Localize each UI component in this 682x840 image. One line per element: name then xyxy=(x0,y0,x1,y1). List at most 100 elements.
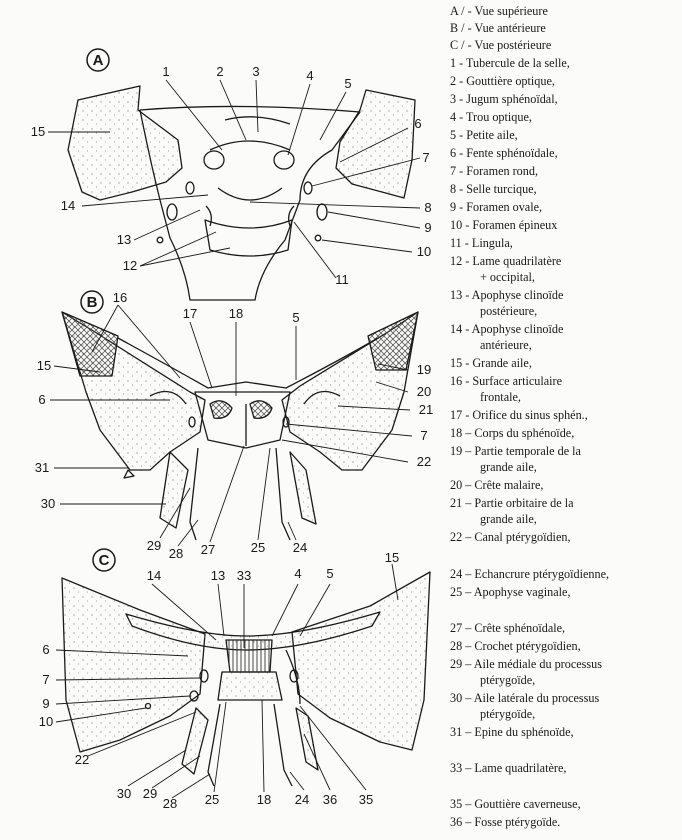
view-a-badge xyxy=(86,48,110,72)
legend-item-17: 17 - Orifice du sinus sphén., xyxy=(450,408,588,422)
callout-b-24: 24 xyxy=(293,540,307,555)
callouts-b: 16 17 18 5 15 19 20 6 21 7 22 31 30 29 2… xyxy=(35,290,433,561)
sinus-orifice-left xyxy=(209,400,233,419)
legend-item-7: 7 - Foramen rond, xyxy=(450,164,539,178)
callout-a-15: 15 xyxy=(31,124,45,139)
callout-a-13: 13 xyxy=(117,232,131,247)
callout-a-3: 3 xyxy=(252,64,259,79)
legend-item-2: 2 - Gouttière optique, xyxy=(450,74,555,88)
callout-a-1: 1 xyxy=(162,64,169,79)
foramen-rotundum-left-c xyxy=(199,669,209,683)
legend-item-21: 21 – Partie orbitaire de la xyxy=(450,496,574,510)
foramen-ovale-right-a xyxy=(316,203,328,221)
view-b-letter: B xyxy=(87,294,98,311)
frontal-surface-left xyxy=(61,311,119,377)
callout-b-19: 19 xyxy=(417,362,431,377)
legend-item-21-cont: grande aile, xyxy=(480,512,537,526)
callout-b-18: 18 xyxy=(229,306,243,321)
callout-b-6: 6 xyxy=(38,392,45,407)
legend-item-3: 3 - Jugum sphénoïdal, xyxy=(450,92,558,106)
callout-b-16: 16 xyxy=(113,290,127,305)
legend-item-11: 11 - Lingula, xyxy=(450,236,513,250)
legend-item-25: 25 – Apophyse vaginale, xyxy=(450,585,571,599)
callout-c-9: 9 xyxy=(42,696,49,711)
foramen-ovale-left-a xyxy=(166,203,178,221)
legend-item-14-cont: antérieure, xyxy=(480,338,532,352)
callout-b-21: 21 xyxy=(419,402,433,417)
callout-c-18: 18 xyxy=(257,792,271,807)
callout-a-8: 8 xyxy=(424,200,431,215)
legend-item-12-cont: + occipital, xyxy=(480,270,535,284)
legend-item-19: 19 – Partie temporale de la xyxy=(450,444,581,458)
legend-view-c: C / - Vue postérieure xyxy=(450,38,552,52)
callout-a-9: 9 xyxy=(424,220,431,235)
view-b-badge xyxy=(80,290,104,314)
pterygoid-lateral-left-b xyxy=(159,451,189,529)
callout-b-28: 28 xyxy=(169,546,183,561)
callout-b-25: 25 xyxy=(251,540,265,555)
pterygoid-medial-left-c xyxy=(207,703,221,787)
callout-c-14: 14 xyxy=(147,568,161,583)
callout-b-27: 27 xyxy=(201,542,215,557)
callout-c-24: 24 xyxy=(295,792,309,807)
legend-item-19-cont: grande aile, xyxy=(480,460,537,474)
legend-item-12: 12 - Lame quadrilatère xyxy=(450,254,562,268)
optic-groove xyxy=(209,140,291,151)
legend-item-10: 10 - Foramen épineux xyxy=(450,218,558,232)
callouts-c: 14 13 33 4 5 15 6 7 9 10 22 30 29 28 25 … xyxy=(39,550,399,811)
callout-b-31: 31 xyxy=(35,460,49,475)
lingula-left xyxy=(205,205,212,227)
callout-c-22: 22 xyxy=(75,752,89,767)
pterygoid-lateral-left-c xyxy=(181,707,209,775)
callout-c-30: 30 xyxy=(117,786,131,801)
body-b xyxy=(194,391,291,449)
callout-c-10: 10 xyxy=(39,714,53,729)
sphenoid-figure: A xyxy=(31,48,433,811)
callout-c-4: 4 xyxy=(294,566,301,581)
legend-item-29-cont: ptérygoïde, xyxy=(480,673,536,687)
quadrilateral-plate xyxy=(204,219,293,257)
view-c-posterior: C xyxy=(55,548,431,799)
superior-orbital-fissure-left xyxy=(149,390,187,405)
callout-c-15: 15 xyxy=(385,550,399,565)
legend-item-36: 36 – Fosse ptérygoïde. xyxy=(450,815,561,829)
legend-item-31: 31 – Epine du sphénoïde, xyxy=(450,725,574,739)
foramen-rotundum-right-a xyxy=(303,181,313,195)
legend-item-13-cont: postérieure, xyxy=(480,304,538,318)
legend-item-24: 24 – Echancrure ptérygoïdienne, xyxy=(450,567,610,581)
foramen-spinosum-left-a xyxy=(156,236,164,244)
jugum-outline xyxy=(224,116,291,125)
callout-a-11: 11 xyxy=(335,272,349,287)
legend-item-5: 5 - Petite aile, xyxy=(450,128,518,142)
view-c-letter: C xyxy=(99,552,110,569)
pterygoid-medial-left-b xyxy=(189,447,199,541)
optic-foramen-left xyxy=(203,150,225,170)
cavernous-groove-c xyxy=(285,649,301,705)
legend-item-15: 15 - Grande aile, xyxy=(450,356,532,370)
superior-orbital-fissure-right xyxy=(303,390,341,405)
legend-item-13: 13 - Apophyse clinoïde xyxy=(450,288,564,302)
foramen-rotundum-left-b xyxy=(188,416,196,428)
callout-a-7: 7 xyxy=(422,150,429,165)
callouts-a: 1 2 3 4 5 6 7 8 9 10 11 12 13 14 15 xyxy=(31,64,432,287)
callout-c-6: 6 xyxy=(42,642,49,657)
pterygoid-lateral-right-b xyxy=(289,451,317,525)
legend-item-33: 33 – Lame quadrilatère, xyxy=(450,761,567,775)
callout-c-28: 28 xyxy=(163,796,177,811)
lingula-right xyxy=(288,205,295,227)
foramen-spinosum-right-a xyxy=(314,234,322,242)
callout-b-29: 29 xyxy=(147,538,161,553)
lesser-wings-b xyxy=(117,337,379,389)
callout-b-30: 30 xyxy=(41,496,55,511)
legend-item-1: 1 - Tubercule de la selle, xyxy=(450,56,570,70)
callout-b-15: 15 xyxy=(37,358,51,373)
callout-c-25: 25 xyxy=(205,792,219,807)
pterygoid-medial-right-b xyxy=(275,447,291,541)
legend-item-4: 4 - Trou optique, xyxy=(450,110,532,124)
foramen-rotundum-right-c xyxy=(289,669,299,683)
callout-a-12: 12 xyxy=(123,258,137,273)
callout-a-6: 6 xyxy=(414,116,421,131)
legend-item-27: 27 – Crête sphénoïdale, xyxy=(450,621,566,635)
optic-foramen-right xyxy=(273,150,295,170)
sphenoid-spine-left xyxy=(123,469,135,479)
